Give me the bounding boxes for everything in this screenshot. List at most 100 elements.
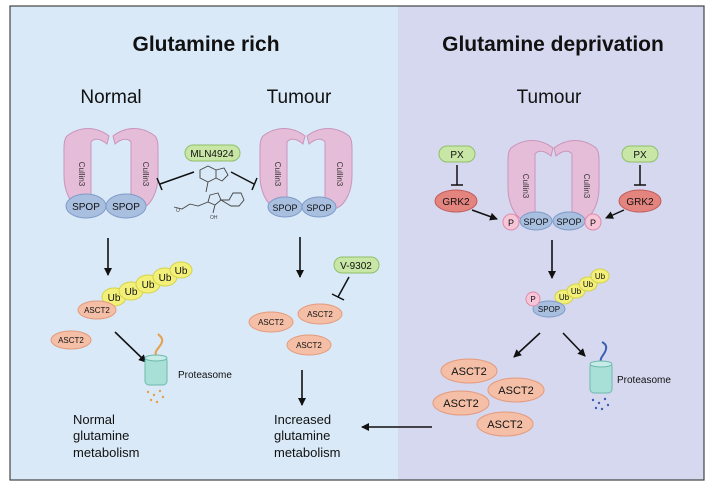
- svg-text:GRK2: GRK2: [626, 197, 654, 208]
- mln4924-inhibit-right: [230, 171, 258, 191]
- svg-text:Ub: Ub: [159, 273, 172, 284]
- asct2-cluster-tumour-left: ASCT2 ASCT2 ASCT2: [248, 303, 343, 356]
- svg-text:glutamine: glutamine: [274, 428, 330, 443]
- svg-text:metabolism: metabolism: [274, 445, 340, 460]
- svg-text:P: P: [508, 218, 514, 228]
- svg-text:Ub: Ub: [142, 280, 155, 291]
- spop-left-b: SPOP: [267, 196, 303, 218]
- svg-text:ASCT2: ASCT2: [307, 310, 333, 319]
- cullin3-right-b: Cullin3: [306, 128, 353, 210]
- svg-text:ASCT2: ASCT2: [498, 385, 533, 397]
- phospho-right-c: P: [584, 213, 602, 231]
- svg-text:Ub: Ub: [175, 266, 188, 277]
- spop-right-c: SPOP: [552, 211, 586, 231]
- svg-text:GRK2: GRK2: [442, 197, 470, 208]
- svg-text:ASCT2: ASCT2: [443, 398, 478, 410]
- svg-text:O: O: [176, 208, 180, 214]
- cullin3-right-c: Cullin3: [553, 140, 600, 222]
- arrow-to-proteasome-left: [114, 331, 147, 363]
- svg-text:SPOP: SPOP: [272, 203, 297, 213]
- svg-text:Increased: Increased: [274, 412, 331, 427]
- svg-text:V-9302: V-9302: [340, 261, 372, 272]
- proteasome-label-left: Proteasome: [178, 370, 232, 381]
- normal-e3-complex: Cullin3 Cullin3 SPOP SPOP: [63, 128, 159, 219]
- tumour-e3-complex: Cullin3 Cullin3 SPOP SPOP: [259, 128, 353, 218]
- svg-text:PX: PX: [633, 150, 647, 161]
- phospho-left-c: P: [502, 213, 520, 231]
- svg-text:metabolism: metabolism: [73, 445, 139, 460]
- cullin3-left-a: Cullin3: [63, 128, 110, 210]
- outcome-increased: Increased glutamine metabolism: [274, 412, 340, 460]
- svg-text:P: P: [590, 218, 596, 228]
- outcome-normal: Normal glutamine metabolism: [73, 412, 139, 460]
- svg-text:SPOP: SPOP: [538, 305, 560, 314]
- svg-text:glutamine: glutamine: [73, 428, 129, 443]
- svg-text:ASCT2: ASCT2: [84, 306, 110, 315]
- right-panel-title: Glutamine deprivation: [442, 33, 664, 56]
- condition-normal: Normal: [80, 87, 141, 108]
- phospho-spop-ub: Ub Ub Ub Ub SPOP P: [525, 268, 610, 318]
- svg-text:Cullin3: Cullin3: [273, 162, 282, 187]
- tumour-right-e3-complex: Cullin3 Cullin3 SPOP SPOP P P: [502, 140, 602, 231]
- cullin3-right-a: Cullin3: [112, 128, 159, 210]
- arrow-grk2-left: [471, 209, 498, 221]
- condition-tumour-right: Tumour: [517, 87, 582, 108]
- svg-text:SPOP: SPOP: [523, 217, 548, 227]
- svg-text:Ub: Ub: [125, 287, 138, 298]
- grk2-left: GRK2: [434, 189, 478, 213]
- left-panel-title: Glutamine rich: [132, 33, 279, 56]
- svg-text:Normal: Normal: [73, 412, 115, 427]
- arrow-to-asct2-right: [513, 332, 541, 358]
- svg-text:SPOP: SPOP: [72, 202, 100, 213]
- svg-text:ASCT2: ASCT2: [258, 318, 284, 327]
- cullin3-left-c: Cullin3: [507, 140, 554, 222]
- ub-chain-right: Ub Ub Ub Ub: [554, 268, 610, 305]
- mln4924-inhibit-left: [156, 171, 195, 191]
- arrow-grk2-right: [605, 209, 625, 219]
- svg-text:Cullin3: Cullin3: [141, 162, 150, 187]
- asct2-cluster-tumour-right: ASCT2 ASCT2 ASCT2 ASCT2: [432, 358, 545, 437]
- svg-text:Cullin3: Cullin3: [335, 162, 344, 187]
- arrow-to-proteasome-right: [562, 332, 586, 357]
- condition-tumour-left: Tumour: [267, 87, 332, 108]
- svg-text:SPOP: SPOP: [556, 217, 581, 227]
- svg-text:OH: OH: [210, 215, 218, 221]
- left-panel: [10, 6, 398, 480]
- svg-text:Ub: Ub: [583, 280, 594, 289]
- svg-text:SPOP: SPOP: [306, 203, 331, 213]
- grk2-right: GRK2: [618, 189, 662, 213]
- asct2-free-normal: ASCT2: [50, 330, 92, 350]
- proteasome-left: [144, 333, 168, 404]
- v9302-inhibitor: V-9302: [331, 256, 380, 301]
- px-inhibitor-left: PX: [438, 145, 476, 186]
- spop-left-a: SPOP: [65, 193, 107, 219]
- cullin3-left-b: Cullin3: [259, 128, 306, 210]
- svg-text:P: P: [530, 295, 535, 304]
- svg-text:Ub: Ub: [108, 293, 121, 304]
- svg-text:ASCT2: ASCT2: [296, 341, 322, 350]
- svg-text:ASCT2: ASCT2: [487, 419, 522, 431]
- svg-text:Cullin3: Cullin3: [521, 174, 530, 199]
- svg-text:Ub: Ub: [559, 293, 570, 302]
- mln4924-inhibitor: MLN4924 O OH: [156, 144, 258, 221]
- svg-text:Ub: Ub: [571, 287, 582, 296]
- svg-text:MLN4924: MLN4924: [190, 149, 234, 160]
- proteasome-right: [589, 341, 613, 411]
- spop-right-b: SPOP: [301, 196, 337, 218]
- svg-text:Ub: Ub: [595, 272, 606, 281]
- svg-text:SPOP: SPOP: [112, 202, 140, 213]
- svg-text:ASCT2: ASCT2: [58, 336, 84, 345]
- proteasome-label-right: Proteasome: [617, 375, 671, 386]
- ubiquitinated-asct2: Ub Ub Ub Ub Ub ASCT2: [77, 261, 193, 320]
- spop-right-a: SPOP: [105, 193, 147, 219]
- svg-text:ASCT2: ASCT2: [451, 366, 486, 378]
- px-inhibitor-right: PX: [621, 145, 659, 186]
- svg-text:Cullin3: Cullin3: [77, 162, 86, 187]
- ub-chain: Ub Ub Ub Ub Ub: [101, 261, 193, 307]
- mln4924-structure: [173, 165, 245, 214]
- svg-text:Cullin3: Cullin3: [582, 174, 591, 199]
- frame-border: [9, 5, 705, 481]
- spop-left-c: SPOP: [519, 211, 553, 231]
